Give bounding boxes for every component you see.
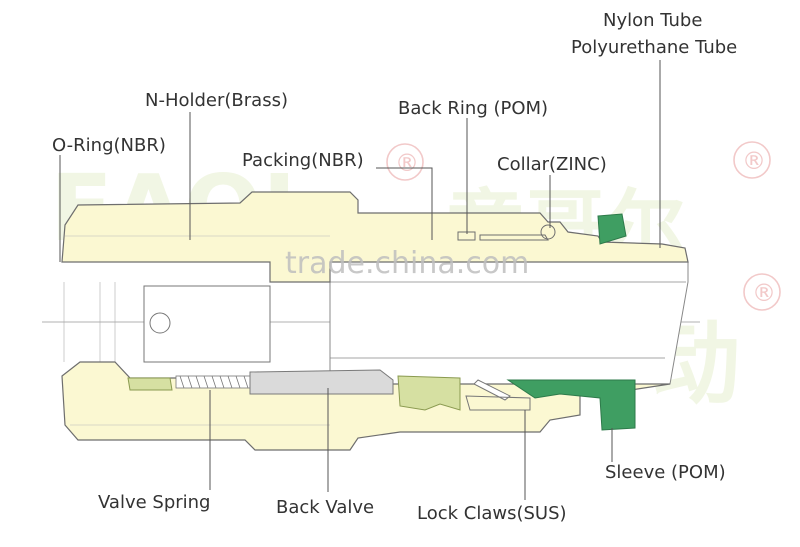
registered-mark-1: ®: [386, 143, 424, 181]
label-polyurethane-tube: Polyurethane Tube: [571, 37, 737, 58]
leader-packing: [376, 167, 433, 240]
registered-symbol: ®: [395, 149, 419, 177]
site-watermark: trade.china.com: [285, 246, 529, 281]
label-sleeve: Sleeve (POM): [605, 462, 726, 483]
valve-housing-interior: [63, 282, 271, 363]
label-lock-claws: Lock Claws(SUS): [417, 503, 567, 524]
label-nylon-tube: Nylon Tube: [603, 10, 702, 31]
label-o-ring: O-Ring(NBR): [52, 135, 166, 156]
label-collar: Collar(ZINC): [497, 154, 607, 175]
sleeve-lower: [506, 379, 636, 431]
packing: [397, 375, 461, 411]
registered-symbol: ®: [752, 279, 776, 307]
leader-lines: [59, 60, 661, 500]
registered-symbol: ®: [742, 147, 766, 175]
label-back-valve: Back Valve: [276, 497, 374, 518]
label-n-holder: N-Holder(Brass): [145, 90, 288, 111]
valve-spring: [175, 375, 255, 389]
label-packing: Packing(NBR): [242, 150, 364, 171]
back-valve: [249, 369, 394, 395]
label-valve-spring: Valve Spring: [98, 492, 210, 513]
lock-claws: [465, 379, 531, 411]
o-ring: [127, 377, 173, 391]
sleeve-upper: [597, 213, 627, 245]
n-holder-upper-body: [61, 191, 689, 283]
registered-mark-3: ®: [743, 273, 781, 311]
registered-mark-2: ®: [733, 141, 771, 179]
label-back-ring: Back Ring (POM): [398, 98, 548, 119]
part-labels: Nylon Tube Polyurethane Tube N-Holder(Br…: [52, 10, 737, 524]
